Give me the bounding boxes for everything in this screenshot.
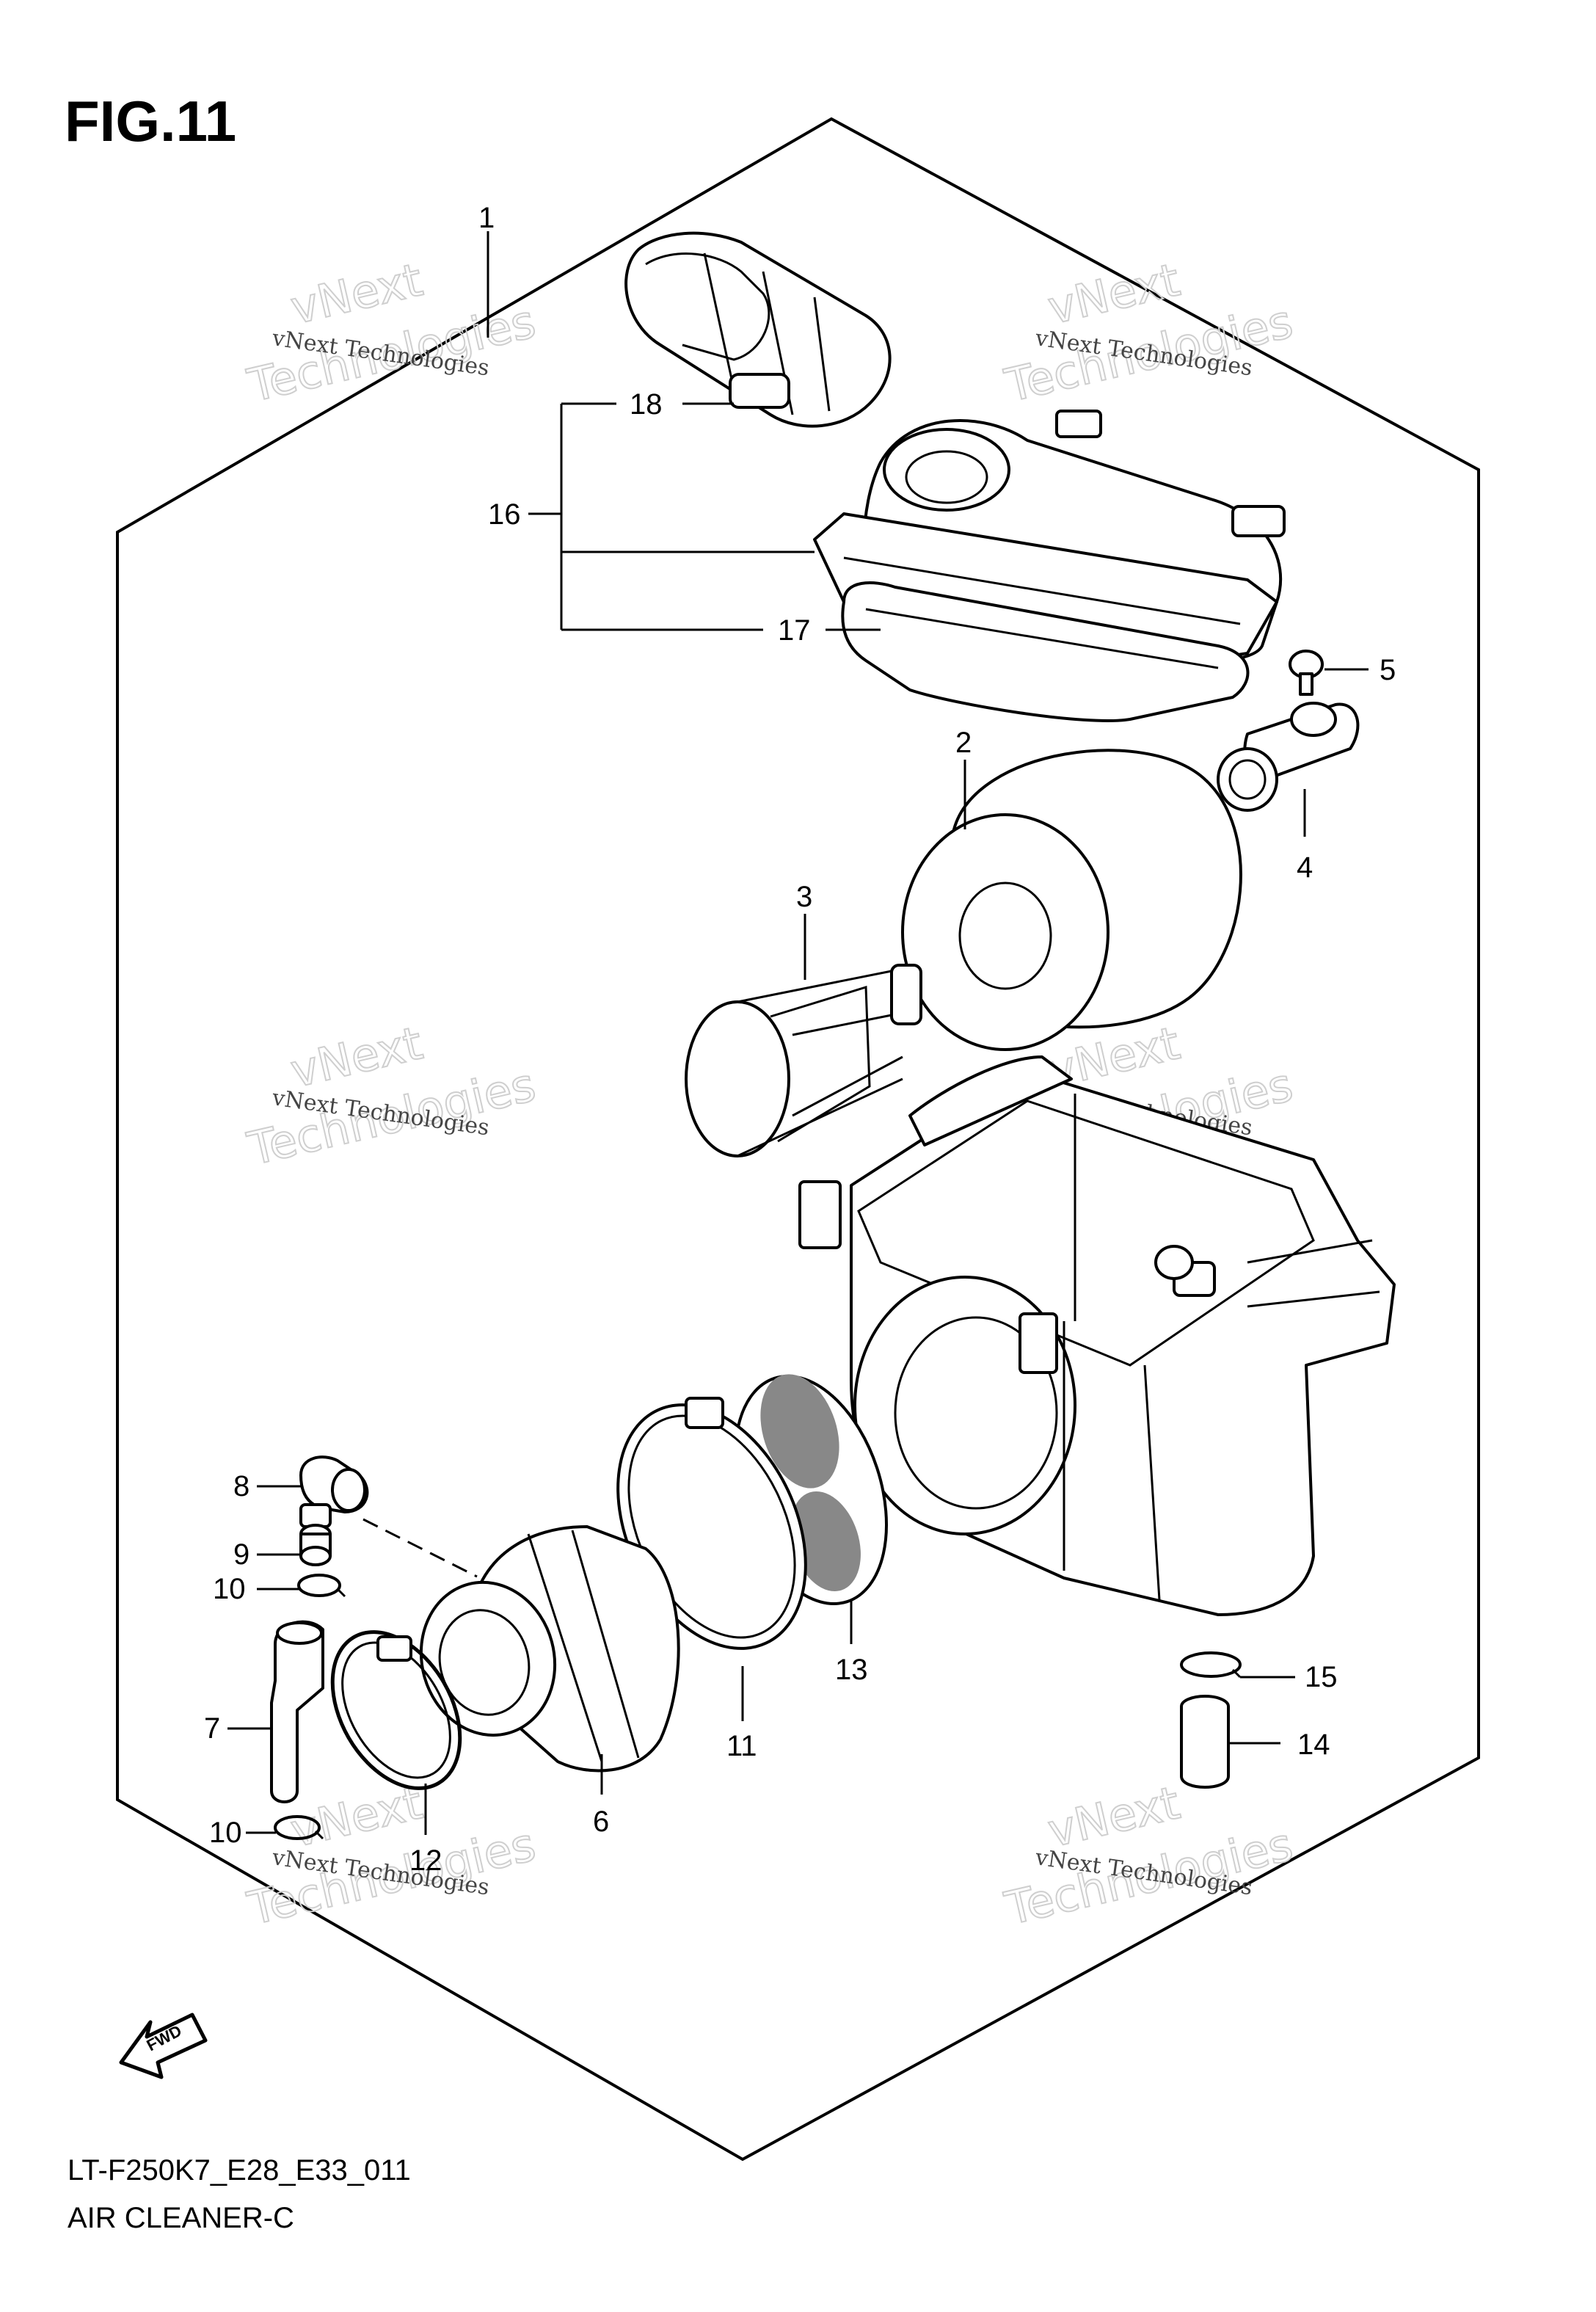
part-15-clip: [1180, 1651, 1242, 1679]
part-1-intake-snorkel: [624, 231, 892, 428]
callout-13: 13: [835, 1654, 868, 1686]
part-6-intake-boot: [419, 1525, 680, 1773]
diagram-name: AIR CLEANER-C: [68, 2202, 294, 2234]
part-7-drain-hose: [270, 1620, 324, 1803]
diagram-code: LT-F250K7_E28_E33_011: [68, 2154, 411, 2186]
part-12-clamp: [330, 1630, 462, 1790]
part-17-gasket: [841, 581, 1250, 722]
callout-10-lower: 10: [209, 1817, 242, 1849]
part-2-filter-element: [901, 749, 1242, 1051]
part-4-grommet: [1217, 702, 1360, 812]
part-14-drain-plug: [1180, 1695, 1230, 1789]
callout-7: 7: [204, 1712, 220, 1745]
watermark-bottom-right: vNext Technologies: [999, 1775, 1298, 1936]
part-air-cleaner-box: [798, 1055, 1396, 1616]
callout-12: 12: [409, 1844, 442, 1877]
callout-8: 8: [233, 1470, 249, 1502]
callout-17: 17: [778, 614, 811, 647]
part-10-clip-upper: [297, 1574, 346, 1598]
callout-4: 4: [1297, 851, 1313, 884]
callout-5: 5: [1380, 654, 1396, 686]
leader-lines: [227, 231, 1369, 1835]
callout-18: 18: [630, 388, 663, 421]
part-8-elbow: [299, 1455, 369, 1528]
callout-10-upper: 10: [213, 1573, 246, 1605]
watermark-top-right: vNext Technologies: [999, 252, 1298, 413]
assembly-outline: [116, 117, 1480, 2162]
callout-16: 16: [488, 498, 521, 531]
watermark-top-left: vNext Technologies: [242, 252, 541, 413]
callout-14: 14: [1297, 1728, 1330, 1761]
part-9-cap: [299, 1524, 332, 1566]
fwd-arrow-icon: FWD: [119, 2013, 208, 2079]
part-10-clip-lower: [274, 1815, 324, 1840]
figure-title: FIG.11: [65, 89, 237, 153]
callout-15: 15: [1305, 1661, 1338, 1693]
part-5-screw: [1289, 650, 1324, 696]
callout-3: 3: [796, 881, 812, 913]
callout-9: 9: [233, 1538, 249, 1571]
part-3-filter-cage: [685, 964, 922, 1157]
callout-1: 1: [478, 202, 495, 234]
callout-6: 6: [593, 1806, 609, 1838]
callout-2: 2: [955, 727, 972, 759]
callout-11: 11: [726, 1730, 757, 1762]
